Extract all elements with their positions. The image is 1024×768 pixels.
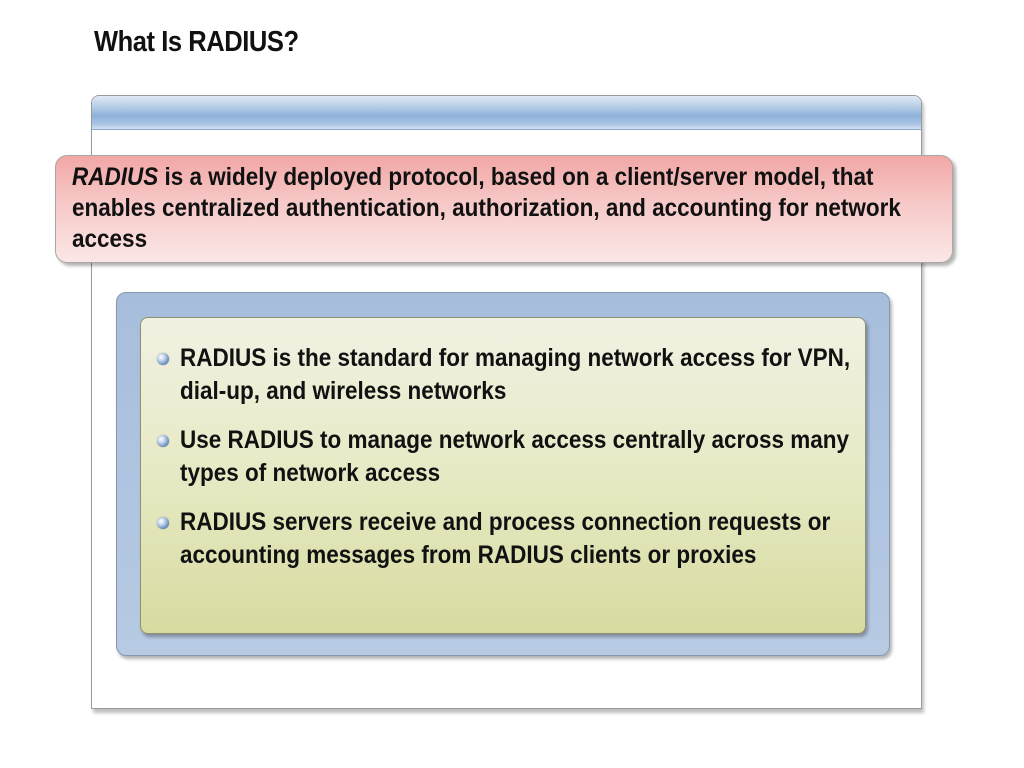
bullet-text: RADIUS is the standard for managing netw… (180, 344, 851, 405)
definition-body: is a widely deployed protocol, based on … (72, 163, 901, 253)
bullet-icon (157, 435, 169, 447)
definition-box: RADIUS is a widely deployed protocol, ba… (55, 155, 953, 263)
bullet-text: RADIUS servers receive and process conne… (180, 508, 831, 569)
bullet-icon (157, 353, 169, 365)
bullet-list: RADIUS is the standard for managing netw… (157, 342, 857, 588)
definition-term: RADIUS (72, 163, 159, 191)
bullet-text: Use RADIUS to manage network access cent… (180, 426, 850, 487)
list-item: RADIUS is the standard for managing netw… (157, 342, 857, 408)
bullet-frame-inner (140, 317, 866, 634)
list-item: Use RADIUS to manage network access cent… (157, 424, 857, 490)
bullet-icon (157, 517, 169, 529)
list-item: RADIUS servers receive and process conne… (157, 506, 857, 572)
slide-title: What Is RADIUS? (94, 26, 299, 58)
panel-header-bar (92, 96, 921, 130)
definition-text: RADIUS is a widely deployed protocol, ba… (72, 162, 936, 255)
